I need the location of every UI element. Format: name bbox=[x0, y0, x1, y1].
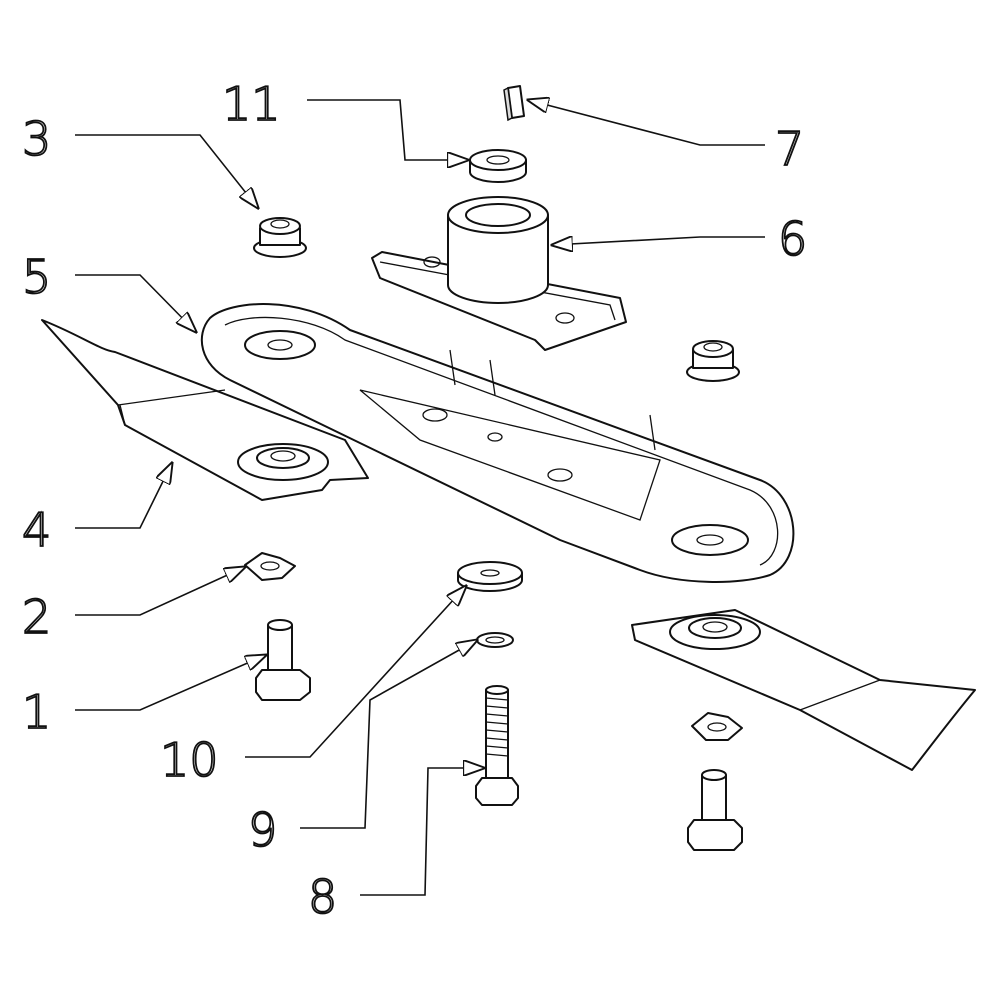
leader-7 bbox=[528, 100, 765, 146]
leader-9 bbox=[300, 640, 477, 829]
leader-11 bbox=[307, 99, 468, 160]
part-8-threaded-bolt bbox=[475, 685, 519, 806]
label-3: 3 bbox=[22, 112, 51, 166]
leader-3 bbox=[75, 134, 258, 208]
leader-10 bbox=[245, 586, 466, 758]
part-labels: 11 7 3 6 5 4 2 1 10 9 8 bbox=[21, 76, 808, 925]
label-6: 6 bbox=[778, 212, 807, 266]
part-9-spring-washer bbox=[476, 632, 514, 648]
leader-4 bbox=[75, 463, 172, 529]
part-10-washer bbox=[457, 561, 523, 592]
label-1: 1 bbox=[22, 685, 51, 739]
star-washer-right bbox=[691, 712, 743, 741]
flange-nut-right bbox=[686, 340, 740, 382]
label-11: 11 bbox=[222, 77, 281, 131]
leader-2 bbox=[75, 567, 245, 616]
leader-1 bbox=[75, 655, 266, 711]
part-7-key bbox=[503, 85, 525, 122]
part-4-blade-left bbox=[41, 319, 369, 501]
label-10: 10 bbox=[160, 733, 219, 787]
part-3-flange-nut bbox=[253, 217, 307, 258]
part-5-blade-carrier bbox=[200, 303, 795, 583]
label-7: 7 bbox=[775, 122, 804, 176]
part-2-star-washer bbox=[244, 552, 296, 581]
leader-6 bbox=[552, 237, 765, 245]
label-5: 5 bbox=[22, 250, 51, 304]
leader-lines bbox=[75, 99, 765, 896]
part-6-hub bbox=[371, 196, 627, 351]
label-4: 4 bbox=[22, 503, 51, 557]
part-1-bolt bbox=[255, 619, 311, 701]
label-8: 8 bbox=[308, 870, 337, 924]
bolt-right bbox=[687, 769, 743, 851]
leader-8 bbox=[360, 768, 484, 896]
label-2: 2 bbox=[22, 590, 51, 644]
label-9: 9 bbox=[248, 803, 277, 857]
leader-5 bbox=[75, 274, 196, 332]
part-11-spacer bbox=[469, 149, 527, 183]
blade-right bbox=[631, 609, 976, 771]
